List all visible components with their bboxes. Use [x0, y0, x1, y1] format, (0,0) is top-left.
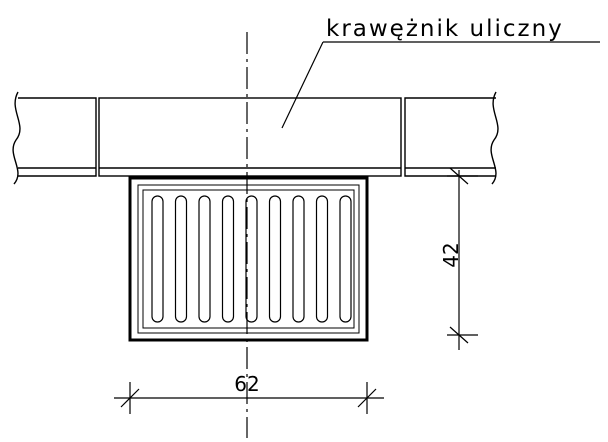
dim-width-tick-left [120, 388, 140, 408]
curb-segment-middle [98, 97, 402, 177]
break-line-right [490, 91, 499, 185]
grate-slots [151, 195, 352, 323]
dim-height-label: 42 [439, 242, 463, 267]
curb-segment-left [18, 97, 97, 177]
grate-slot [268, 195, 282, 323]
dim-height-tick-bottom [449, 326, 469, 344]
leader-line [281, 41, 324, 129]
break-line-left [12, 91, 21, 185]
leader [281, 41, 600, 129]
grate [128, 176, 369, 342]
curb-segment-right [404, 97, 496, 177]
grate-slot [245, 195, 258, 323]
curb [12, 91, 499, 185]
dim-width-label: 62 [234, 372, 259, 396]
grate-inner-frame [137, 184, 360, 334]
dim-width-tick-right [357, 388, 377, 408]
dim-height-tick-top [449, 167, 469, 185]
grate-slot [339, 195, 352, 323]
grate-inner-frame-2 [142, 189, 355, 329]
grate-slot [174, 195, 188, 323]
curb-label: krawężnik uliczny [326, 16, 564, 42]
grate-outer-frame [128, 176, 369, 342]
grate-slot [315, 195, 329, 323]
grate-slot [221, 195, 235, 323]
dimension-width [114, 382, 384, 414]
grate-slot [151, 195, 164, 323]
grate-slot [198, 195, 211, 323]
grate-slot [292, 195, 305, 323]
dimension-height [447, 167, 478, 350]
